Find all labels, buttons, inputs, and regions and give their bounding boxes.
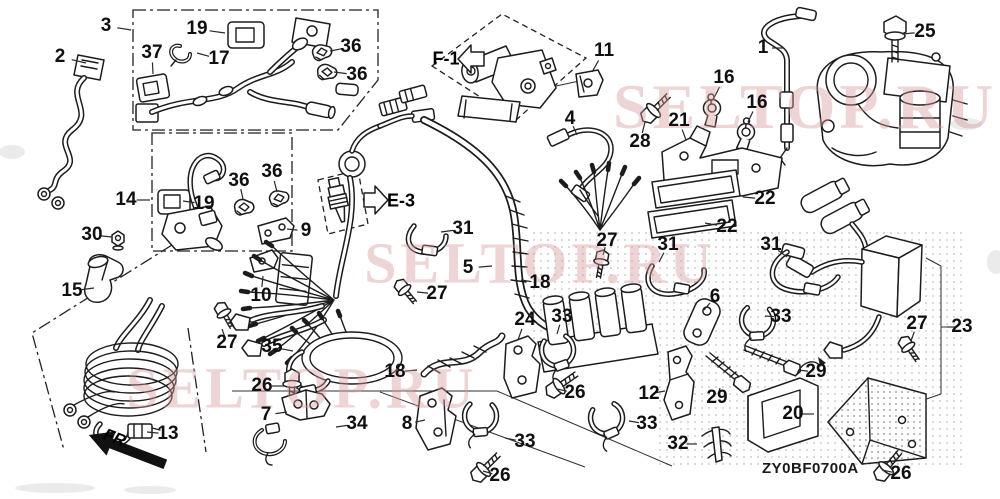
callout-8: 8 [401, 413, 413, 434]
ref-label-F-1: F-1 [432, 48, 460, 69]
callout-16: 16 [713, 67, 735, 88]
callout-11: 11 [593, 40, 615, 61]
callout-19: 19 [193, 193, 215, 214]
callout-24: 24 [514, 309, 536, 330]
callout-35: 35 [261, 336, 283, 357]
callout-16: 16 [746, 92, 768, 113]
f1-bracket-drawing [430, 13, 588, 123]
callout-26: 26 [890, 463, 912, 484]
callout-33: 33 [636, 413, 658, 434]
callout-31: 31 [452, 218, 474, 239]
grommet15-nut30-drawing [84, 230, 125, 303]
callout-22: 22 [716, 216, 738, 237]
callout-17: 17 [208, 48, 230, 69]
callout-19: 19 [186, 18, 208, 39]
callout-28: 28 [629, 131, 651, 152]
bracket21-plates22-drawing [647, 125, 783, 239]
callout-30: 30 [81, 224, 103, 245]
ignition-coils-cdi-drawing [781, 177, 923, 359]
callout-18: 18 [529, 272, 551, 293]
callout-27: 27 [216, 332, 238, 353]
callout-31: 31 [760, 234, 782, 255]
callout-15: 15 [61, 280, 83, 301]
callout-32: 32 [667, 433, 689, 454]
callout-7: 7 [260, 404, 272, 425]
callout-27: 27 [906, 313, 928, 334]
bracket9-drawing [257, 217, 295, 245]
callout-31: 31 [657, 234, 679, 255]
figure-code: ZY0BF0700A [762, 460, 859, 477]
e3-ref-arrow-icon [363, 185, 389, 215]
callout-5: 5 [462, 257, 474, 278]
callout-22: 22 [754, 188, 776, 209]
main-harness5-drawing [229, 84, 642, 385]
callout-36: 36 [340, 36, 362, 57]
bottom-brackets-drawing [210, 248, 925, 488]
callout-36: 36 [228, 170, 250, 191]
throttle-cable-drawing [761, 6, 818, 166]
callout-33: 33 [770, 306, 792, 327]
coil-box14-drawing [157, 152, 292, 251]
callout-29: 29 [805, 361, 827, 382]
callout-4: 4 [564, 108, 576, 129]
fr-direction-arrow-icon [88, 431, 168, 470]
callout-6: 6 [709, 286, 721, 307]
callout-21: 21 [668, 110, 690, 131]
battery-cable13-drawing [63, 297, 179, 448]
callout-27: 27 [426, 283, 448, 304]
sparkplug-e3-drawing [317, 169, 389, 235]
callout-10: 10 [250, 285, 272, 306]
f1-ref-arrow-icon [457, 44, 485, 74]
callout-3: 3 [100, 15, 112, 36]
callout-14: 14 [115, 189, 137, 210]
bracket11-bolt28-drawing [575, 69, 676, 129]
mount-group-drawing [701, 345, 927, 487]
clamp-bracket-group-drawing [252, 349, 331, 466]
callout-23: 23 [951, 316, 973, 337]
callout-9: 9 [300, 220, 312, 241]
ref-label-E-3: E-3 [386, 190, 416, 211]
callout-26: 26 [489, 465, 511, 486]
callout-25: 25 [914, 21, 936, 42]
harness-bands31-drawing [405, 223, 841, 297]
callout-34: 34 [346, 413, 368, 434]
scan-artifacts [0, 118, 1000, 494]
callout-12: 12 [638, 383, 660, 404]
callout-33: 33 [551, 306, 573, 327]
callout-36: 36 [346, 64, 368, 85]
callout-13: 13 [157, 423, 179, 444]
callout-27: 27 [596, 230, 618, 251]
callout-37: 37 [141, 42, 163, 63]
callout-18: 18 [384, 361, 406, 382]
callout-2: 2 [54, 46, 66, 67]
bolt25-drawing [883, 15, 907, 63]
callout-20: 20 [782, 403, 804, 424]
callout-33: 33 [514, 431, 536, 452]
group-boundaries [31, 9, 379, 453]
callout-26: 26 [564, 382, 586, 403]
callout-leader-lines [71, 27, 956, 475]
callout-36: 36 [261, 161, 283, 182]
callout-1: 1 [757, 37, 769, 58]
callout-26: 26 [251, 375, 273, 396]
subharness-box3-drawing [135, 17, 359, 123]
callout-29: 29 [706, 387, 728, 408]
battery-lead-drawing [37, 54, 105, 210]
engine-assembly-drawing [816, 50, 968, 167]
